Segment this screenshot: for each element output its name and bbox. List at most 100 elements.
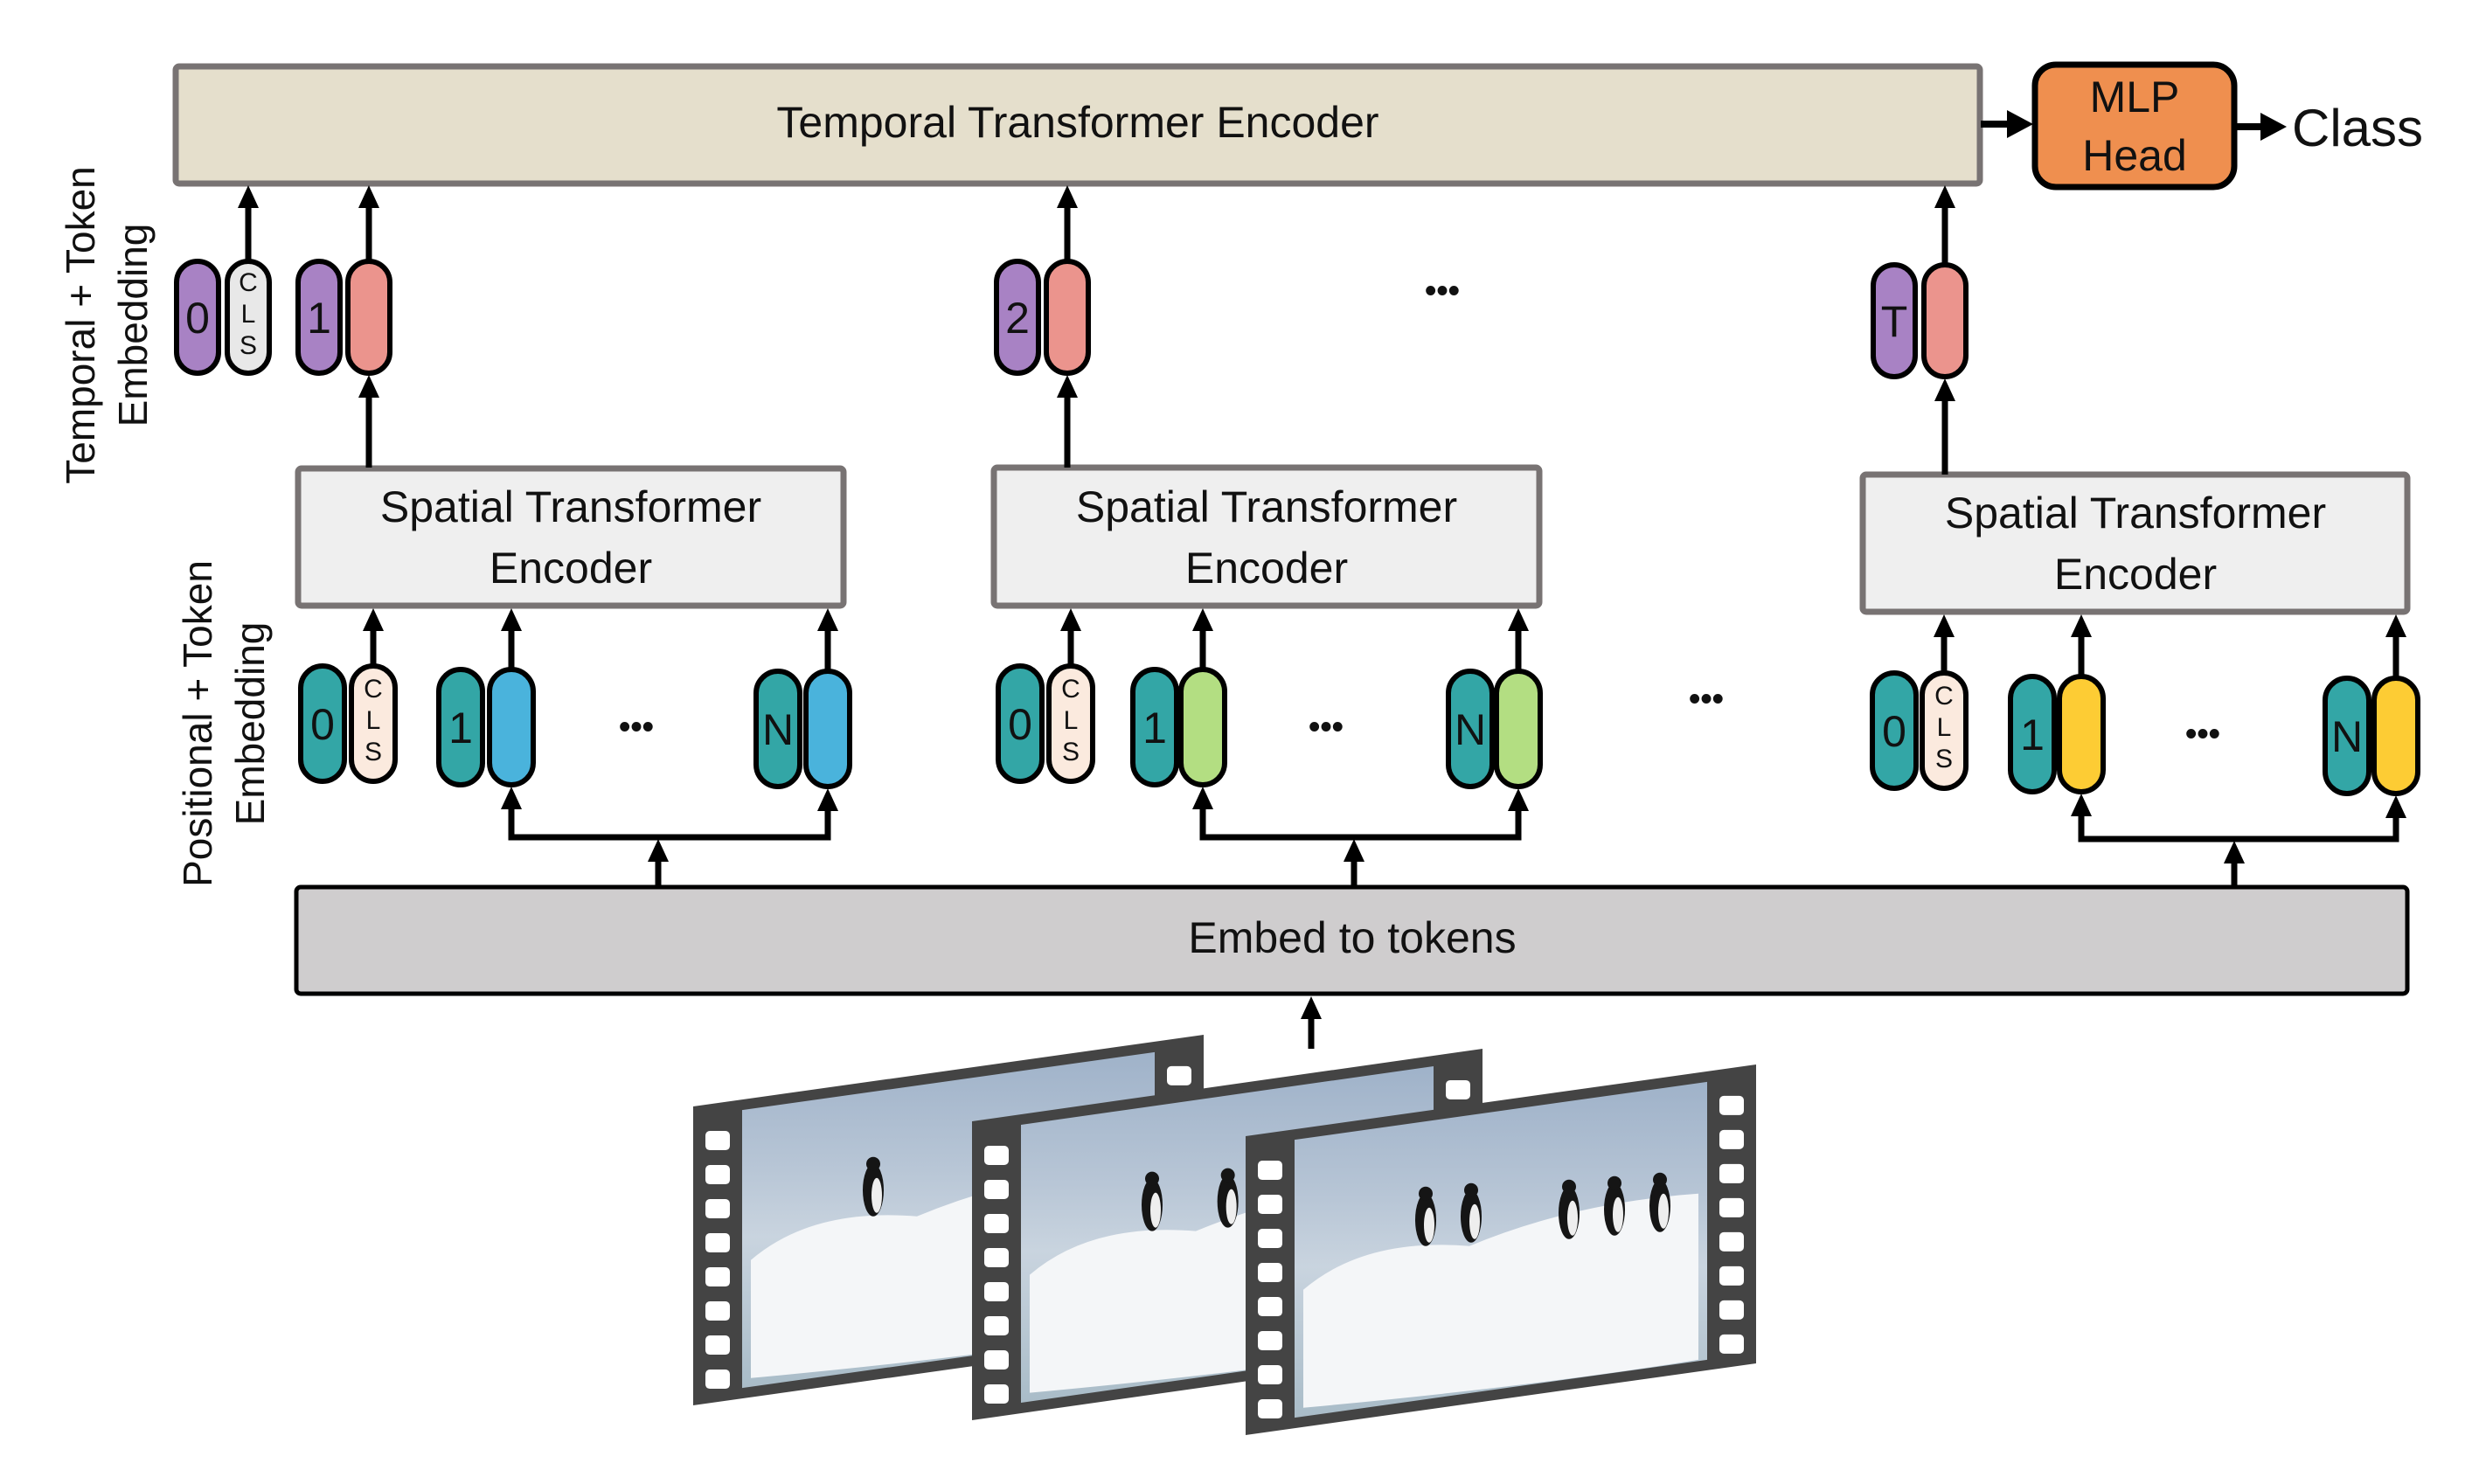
arrow-cls-to-spatial-1 <box>363 608 384 666</box>
spatial-group-2-cls-token: CLS <box>1046 663 1095 784</box>
sprocket-hole <box>984 1350 1009 1370</box>
sprocket-hole <box>705 1165 730 1185</box>
spatial-group-3-position-token-0: 0 <box>1870 670 1919 791</box>
arrow-tokenT-to-temporal <box>1934 185 1955 265</box>
spatial-group-2-ellipsis: ••• <box>1309 709 1344 745</box>
arrow-patch1-to-spatial-3 <box>2071 614 2092 676</box>
arrow-patch1-to-spatial-1 <box>501 608 522 669</box>
arrow-embed-to-bus-3 <box>2224 841 2245 887</box>
temporal-cls-token: CLS <box>225 259 272 376</box>
mlp-head-label-line2: Head <box>2082 131 2187 180</box>
penguin-icon <box>1559 1179 1580 1239</box>
sprocket-hole <box>1258 1331 1282 1351</box>
spatial-group-3-position-token-N: N <box>2323 676 2371 796</box>
cls-letter: L <box>366 706 381 735</box>
arrow-spatial3-to-tokenT <box>1934 378 1955 475</box>
sprocket-hole <box>705 1335 730 1356</box>
svg-text:Encoder: Encoder <box>2054 550 2217 599</box>
arrow-bus-to-patchN-2 <box>1508 788 1529 837</box>
arrow-frames-to-embed <box>1301 996 1322 1049</box>
arrows-layer <box>238 185 2406 1049</box>
spatial-group-2-position-token-0: 0 <box>996 663 1045 784</box>
penguin-icon <box>863 1156 884 1217</box>
sprocket-hole <box>1446 1079 1470 1099</box>
svg-text:Temporal + Token: Temporal + Token <box>58 166 103 484</box>
cls-letter: S <box>240 331 257 360</box>
cls-letter: S <box>365 738 382 766</box>
temporal-feature-token-2 <box>1044 259 1091 376</box>
arrow-token2-to-temporal <box>1057 185 1078 261</box>
sprocket-hole <box>984 1282 1009 1302</box>
cls-letter: L <box>241 300 256 329</box>
token-index-label: T <box>1881 297 1908 346</box>
frame-image <box>1295 1081 1707 1418</box>
arrow-to-mlp <box>1981 110 2033 138</box>
svg-text:Positional + Token: Positional + Token <box>175 560 220 887</box>
cls-letter: L <box>1064 706 1079 735</box>
cls-letter: C <box>1061 675 1080 704</box>
temporal-position-token-1: 1 <box>295 259 343 376</box>
spatial-transformer-encoder-2: Spatial Transformer Encoder <box>990 464 1543 609</box>
embed-bus-1 <box>508 816 831 841</box>
sprocket-hole <box>984 1214 1009 1234</box>
sprocket-hole <box>1719 1197 1744 1217</box>
token-index-label: 0 <box>185 294 210 343</box>
sprocket-hole <box>984 1180 1009 1200</box>
arrow-embed-to-bus-2 <box>1344 839 1364 887</box>
spatial-group-1-position-token-1: 1 <box>436 667 485 787</box>
arrow-patchN-to-spatial-2 <box>1508 608 1529 671</box>
sprocket-hole <box>1258 1365 1282 1385</box>
video-frame-3 <box>1246 1064 1756 1435</box>
sprocket-hole <box>1719 1334 1744 1354</box>
temporal-ellipsis: ••• <box>1425 273 1460 309</box>
svg-text:Spatial Transformer: Spatial Transformer <box>1945 489 2326 537</box>
spatial-group-3-patch-token-1 <box>2057 674 2106 794</box>
temporal-position-token-T: T <box>1871 262 1918 379</box>
between-groups-ellipsis: ••• <box>1689 681 1724 718</box>
temporal-position-token-2: 2 <box>994 259 1041 376</box>
sprocket-hole <box>1167 1065 1191 1085</box>
spatial-transformer-encoder-1: Spatial Transformer Encoder <box>295 465 847 609</box>
svg-text:Spatial Transformer: Spatial Transformer <box>1076 482 1457 531</box>
token-index-label: 0 <box>1882 707 1906 756</box>
sprocket-hole <box>1719 1300 1744 1320</box>
spatial-group-1-position-token-N: N <box>753 669 802 789</box>
svg-text:Spatial Transformer: Spatial Transformer <box>380 482 761 531</box>
spatial-group-2-position-token-1: 1 <box>1130 667 1179 787</box>
temporal-encoder-label: Temporal Transformer Encoder <box>776 98 1378 147</box>
embed-to-tokens: Embed to tokens <box>294 884 2410 996</box>
penguin-icon <box>1415 1186 1436 1246</box>
mlp-head: MLP Head <box>2031 61 2238 191</box>
svg-text:Encoder: Encoder <box>1185 544 1348 593</box>
cls-letter: L <box>1937 713 1952 742</box>
sprocket-hole <box>984 1248 1009 1268</box>
class-output-label: Class <box>2292 99 2423 157</box>
arrow-cls-to-temporal <box>238 185 259 261</box>
temporal-feature-token-T <box>1921 262 1969 379</box>
video-frames <box>693 1035 1756 1435</box>
arrow-bus-to-patch1-2 <box>1192 787 1213 837</box>
sprocket-hole <box>705 1267 730 1287</box>
token-index-label: 1 <box>448 704 473 752</box>
arrow-spatial1-to-token1 <box>358 375 379 468</box>
sprocket-hole <box>984 1384 1009 1404</box>
sprocket-hole <box>1719 1163 1744 1183</box>
arrow-bus-to-patch1-3 <box>2071 794 2092 839</box>
sprocket-hole <box>705 1370 730 1390</box>
ice-floe <box>1303 1193 1698 1408</box>
token-index-label: 0 <box>310 700 335 749</box>
cls-letter: C <box>239 268 258 297</box>
embed-bus-2 <box>1199 816 1522 841</box>
svg-text:Encoder: Encoder <box>490 544 652 593</box>
sprocket-hole <box>1719 1129 1744 1149</box>
embed-bus-3 <box>2078 823 2399 843</box>
arrow-token1-to-temporal <box>358 185 379 261</box>
arrow-patchN-to-spatial-1 <box>817 608 838 671</box>
spatial-group-2-patch-token-1 <box>1178 667 1227 787</box>
temporal-transformer-encoder: Temporal Transformer Encoder <box>172 63 1983 187</box>
token-index-label: 1 <box>2020 711 2045 759</box>
sprocket-hole <box>1258 1229 1282 1249</box>
token-index-label: 1 <box>1142 704 1167 752</box>
spatial-group-1-ellipsis: ••• <box>619 709 654 745</box>
penguin-icon <box>1461 1182 1482 1243</box>
